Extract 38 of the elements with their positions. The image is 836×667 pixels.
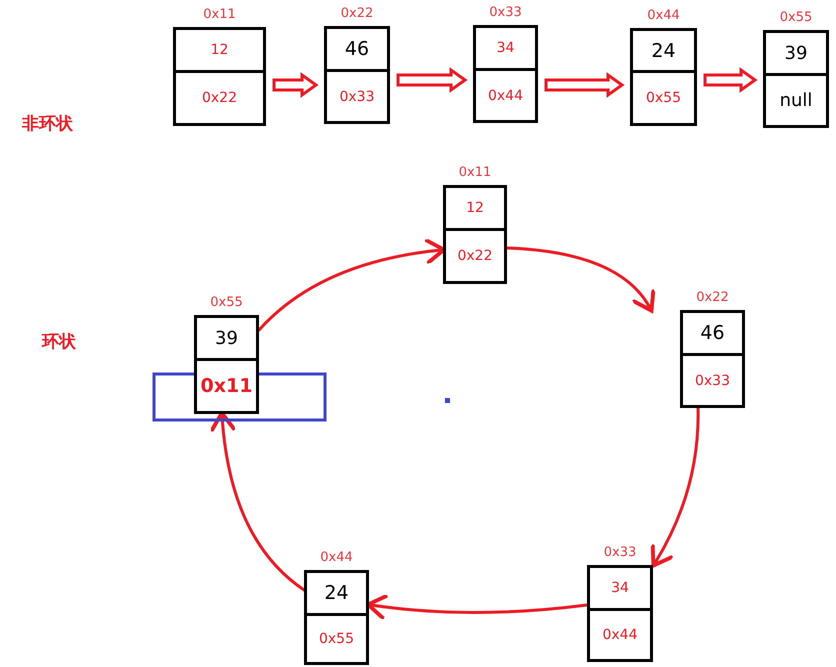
pointer-cell: 0x44	[473, 68, 538, 123]
arrow	[272, 72, 319, 98]
pointer-cell: null	[763, 73, 829, 128]
pointer-cell: 0x44	[587, 608, 653, 662]
address-label: 0x11	[202, 7, 237, 22]
pointer-cell: 0x22	[173, 70, 266, 126]
pointer-cell: 0x55	[304, 613, 369, 665]
pointer-cell: 0x11	[194, 358, 259, 414]
address-label: 0x22	[340, 6, 374, 21]
address-label: 0x44	[646, 8, 681, 23]
address-label: 0x33	[602, 545, 638, 560]
address-label: 0x44	[319, 550, 354, 565]
arrow	[396, 67, 468, 93]
value-cell: 12	[443, 185, 507, 231]
arrow	[506, 246, 654, 312]
value-cell: 34	[473, 25, 538, 71]
address-label: 0x22	[695, 290, 730, 305]
address-label: 0x55	[778, 10, 814, 25]
address-label: 0x55	[209, 295, 244, 310]
value-cell: 24	[630, 28, 697, 73]
address-label: 0x33	[488, 5, 523, 20]
pointer-cell: 0x33	[680, 353, 745, 408]
arrow	[544, 72, 625, 98]
value-cell: 46	[324, 26, 390, 72]
pointer-cell: 0x33	[324, 69, 390, 124]
value-cell: 39	[194, 315, 259, 361]
arrow	[704, 67, 758, 93]
value-cell: 34	[587, 565, 653, 611]
section-label: 非环状	[22, 113, 73, 135]
value-cell: 24	[304, 570, 369, 616]
address-label: 0x11	[458, 165, 492, 180]
arrow	[650, 406, 700, 568]
pointer-cell: 0x55	[630, 70, 697, 126]
value-cell: 39	[763, 30, 829, 76]
section-label: 环状	[42, 331, 76, 353]
pointer-cell: 0x22	[443, 228, 507, 284]
value-cell: 46	[680, 310, 745, 356]
value-cell: 12	[173, 27, 266, 73]
